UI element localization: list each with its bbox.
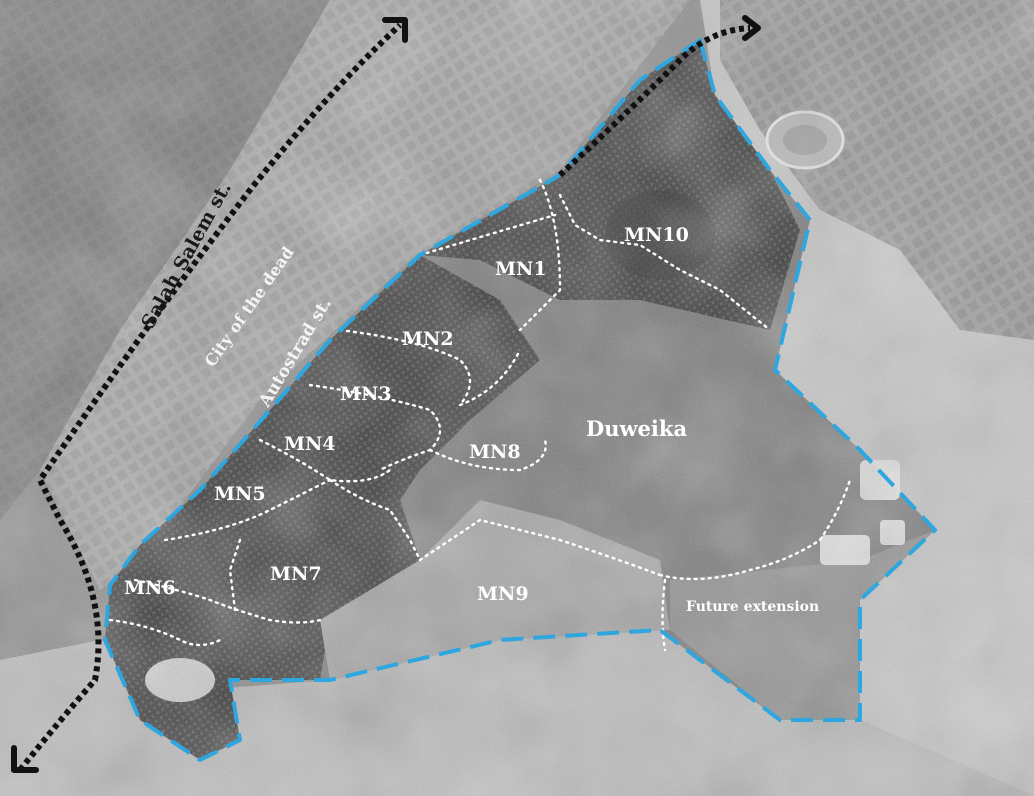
arrow-head-icon <box>11 15 761 773</box>
zone-label-mn3: MN3 <box>340 383 392 405</box>
zone-labels: MN1 MN2 MN3 MN4 MN5 MN6 MN7 MN8 MN9 MN10 <box>124 224 689 605</box>
area-label-duweika: Duweika <box>586 416 687 441</box>
zone-label-mn6: MN6 <box>124 577 176 599</box>
area-label-future-extension: Future extension <box>686 599 819 615</box>
zone-label-mn10: MN10 <box>624 224 689 246</box>
zone-label-mn1: MN1 <box>495 258 547 280</box>
zone-label-mn2: MN2 <box>402 328 454 350</box>
zone-label-mn9: MN9 <box>477 583 529 605</box>
salah-salem-route <box>17 22 751 772</box>
zone-label-mn4: MN4 <box>284 433 336 455</box>
zone-label-mn5: MN5 <box>214 483 266 505</box>
zone-label-mn8: MN8 <box>469 441 521 463</box>
zone-label-mn7: MN7 <box>270 563 322 585</box>
zone-dividers <box>108 178 852 652</box>
study-area-boundary <box>103 38 937 762</box>
